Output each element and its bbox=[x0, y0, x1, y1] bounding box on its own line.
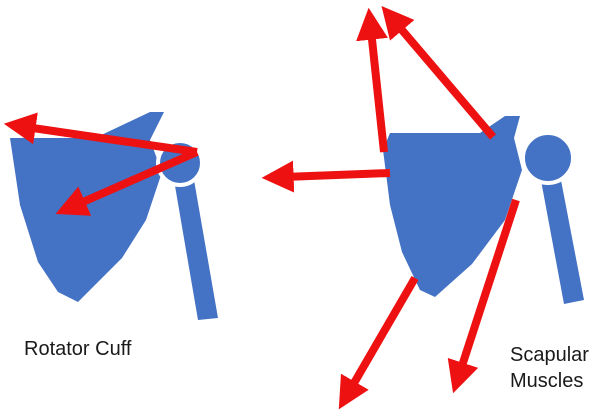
scapular-muscles-label-line1: Scapular bbox=[510, 342, 589, 368]
left-humerus-shaft bbox=[174, 180, 218, 320]
right-humerus-head bbox=[523, 133, 573, 183]
right-scapula bbox=[383, 116, 522, 297]
rotator-cuff-label: Rotator Cuff bbox=[24, 336, 131, 362]
rotator-cuff-figure bbox=[10, 112, 218, 320]
right-humerus-shaft bbox=[540, 175, 584, 304]
right-arrow-left bbox=[284, 173, 390, 177]
scapular-muscles-label-line2: Muscles bbox=[510, 368, 589, 394]
right-arrow-up-left bbox=[371, 30, 384, 152]
right-arrow-up-right bbox=[396, 23, 493, 137]
scapular-muscles-label: Scapular Muscles bbox=[510, 342, 589, 394]
right-arrow-down-left bbox=[350, 278, 415, 390]
scapular-muscles-figure bbox=[284, 23, 584, 390]
